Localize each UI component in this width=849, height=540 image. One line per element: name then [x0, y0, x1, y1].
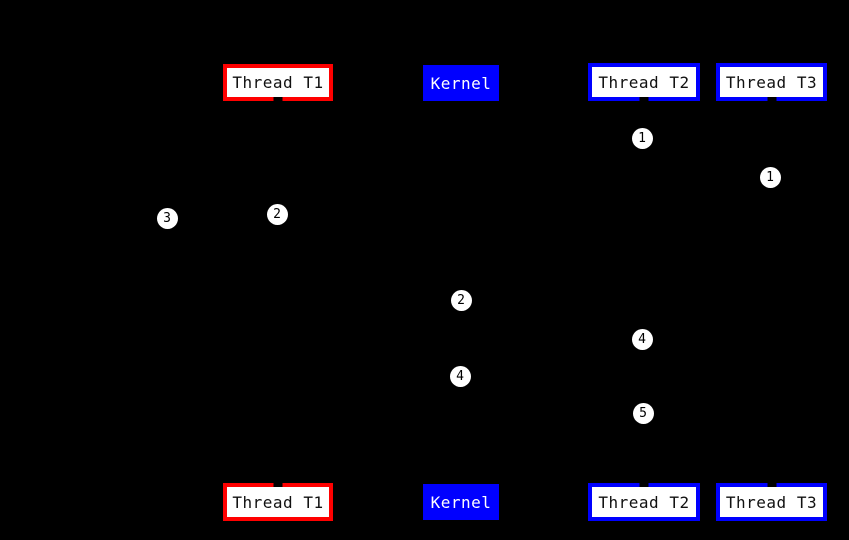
- actor-label-thread-t2: Thread T2: [598, 72, 690, 92]
- actor-box-thread-t3-top: Thread T3: [716, 63, 827, 101]
- actor-box-kernel-bottom: Kernel: [423, 484, 499, 520]
- step-marker-4: 4: [449, 365, 471, 387]
- actor-label-thread-t3: Thread T3: [725, 492, 818, 512]
- step-marker-5: 5: [632, 402, 654, 424]
- actor-label-thread-t1: Thread T1: [232, 492, 324, 512]
- actor-box-kernel-top: Kernel: [423, 65, 499, 101]
- actor-label-kernel: Kernel: [430, 73, 492, 93]
- actor-box-thread-t1-bottom: Thread T1: [223, 483, 333, 521]
- actor-box-thread-t3-bottom: Thread T3: [716, 483, 827, 521]
- step-marker-1: 1: [759, 166, 781, 188]
- lifeline-stub: [767, 97, 776, 101]
- lifeline-stub: [767, 483, 776, 487]
- actor-box-thread-t1-top: Thread T1: [223, 64, 333, 101]
- step-marker-1: 1: [631, 127, 653, 149]
- actor-label-kernel: Kernel: [430, 492, 492, 512]
- step-marker-2: 2: [450, 289, 472, 311]
- step-marker-4: 4: [631, 328, 653, 350]
- lifeline-stub: [639, 97, 649, 101]
- step-marker-3: 3: [156, 207, 178, 229]
- actor-label-thread-t1: Thread T1: [232, 73, 324, 92]
- actor-box-thread-t2-top: Thread T2: [588, 63, 700, 101]
- actor-box-thread-t2-bottom: Thread T2: [588, 483, 700, 521]
- lifeline-stub: [273, 483, 283, 487]
- lifeline-stub: [273, 97, 283, 101]
- actor-label-thread-t2: Thread T2: [598, 492, 690, 512]
- step-marker-2: 2: [266, 203, 288, 225]
- lifeline-stub: [639, 483, 649, 487]
- actor-label-thread-t3: Thread T3: [725, 72, 818, 92]
